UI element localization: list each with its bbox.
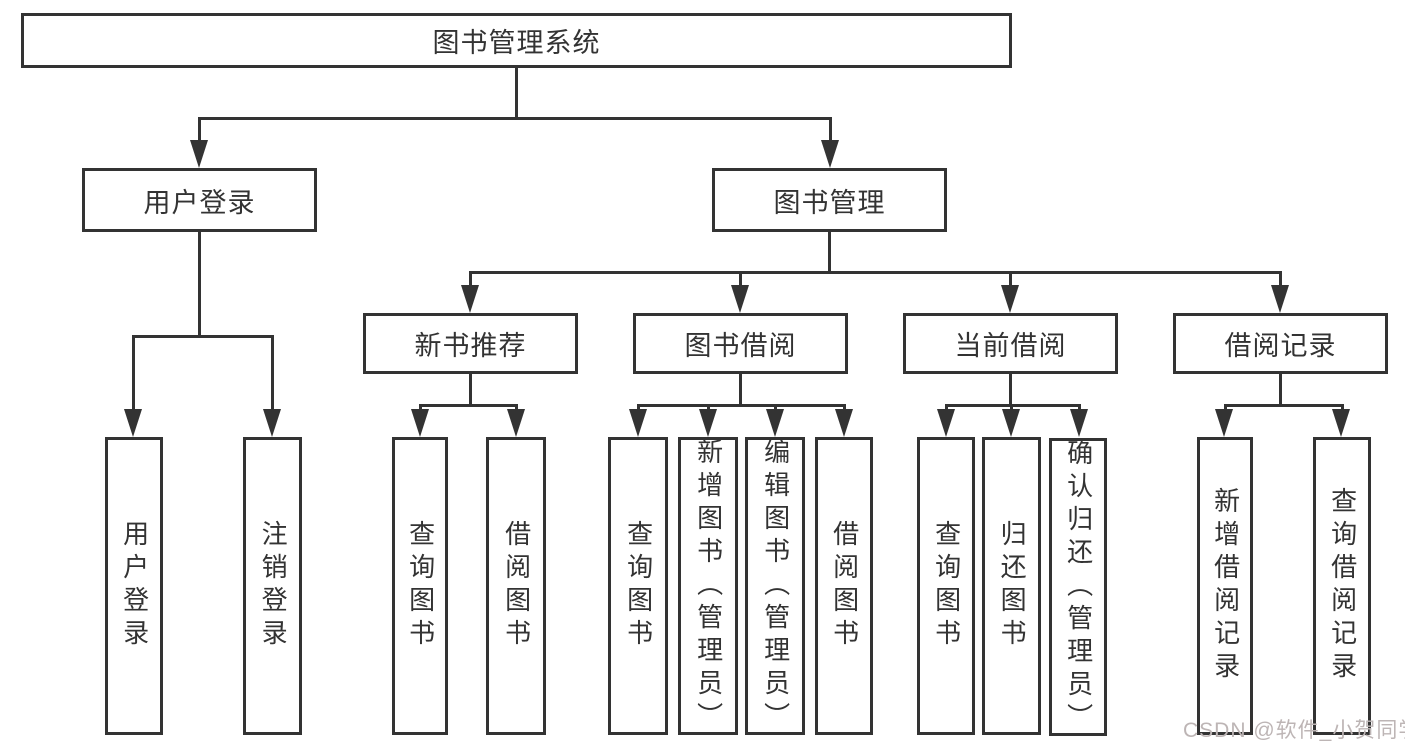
connector-stem bbox=[1341, 404, 1344, 413]
arrow-down bbox=[124, 409, 142, 437]
arrow-down bbox=[1215, 409, 1233, 437]
connector-stem bbox=[419, 404, 422, 413]
connector-stem bbox=[829, 117, 832, 145]
connector-drop bbox=[469, 374, 472, 406]
arrow-down bbox=[937, 409, 955, 437]
leaf-add-books-admin-label: 新增图书（管理员） bbox=[693, 437, 724, 735]
leaf-borrow-books-borrowing: 借阅图书 bbox=[815, 437, 873, 735]
leaf-edit-books-admin-label: 编辑图书（管理员） bbox=[760, 437, 791, 735]
leaf-confirm-return-admin-label: 确认归还（管理员） bbox=[1063, 438, 1094, 736]
node-borrowing-records: 借阅记录 bbox=[1173, 313, 1388, 374]
arrow-down bbox=[766, 409, 784, 437]
connector-stem bbox=[945, 404, 948, 413]
node-root-label: 图书管理系统 bbox=[432, 28, 601, 58]
arrow-down bbox=[731, 285, 749, 313]
node-book-management: 图书管理 bbox=[712, 168, 947, 232]
connector-stem bbox=[739, 271, 742, 289]
arrow-down bbox=[1002, 409, 1020, 437]
node-user-login-label: 用户登录 bbox=[143, 187, 256, 218]
leaf-add-borrow-record-label: 新增借阅记录 bbox=[1210, 487, 1241, 685]
node-new-book-recommendation: 新书推荐 bbox=[363, 313, 578, 374]
arrow-down bbox=[1001, 285, 1019, 313]
connector-stem bbox=[1010, 404, 1013, 413]
connector-drop bbox=[1009, 374, 1012, 406]
connector-root-drop bbox=[515, 68, 518, 118]
leaf-query-books-recommend: 查询图书 bbox=[392, 437, 448, 735]
connector-drop bbox=[739, 374, 742, 406]
arrow-down bbox=[1332, 409, 1350, 437]
arrow-down bbox=[1271, 285, 1289, 313]
leaf-logout: 注销登录 bbox=[243, 437, 302, 735]
leaf-logout-label: 注销登录 bbox=[258, 520, 289, 652]
connector-stem bbox=[707, 404, 710, 413]
node-book-borrowing: 图书借阅 bbox=[633, 313, 848, 374]
connector-stem bbox=[774, 404, 777, 413]
node-user-login: 用户登录 bbox=[82, 168, 317, 232]
connector-stem bbox=[637, 404, 640, 413]
connector-drop bbox=[1279, 374, 1282, 406]
leaf-query-borrow-record-label: 查询借阅记录 bbox=[1327, 487, 1358, 685]
connector-user-login-drop bbox=[198, 232, 201, 337]
leaf-query-borrow-record: 查询借阅记录 bbox=[1313, 437, 1371, 735]
connector-stem bbox=[515, 404, 518, 413]
node-current-borrowing: 当前借阅 bbox=[903, 313, 1118, 374]
arrow-down bbox=[629, 409, 647, 437]
arrow-down bbox=[507, 409, 525, 437]
connector-stem bbox=[271, 335, 274, 411]
leaf-query-books-borrowing-label: 查询图书 bbox=[623, 520, 654, 652]
leaf-borrow-books-recommend: 借阅图书 bbox=[486, 437, 546, 735]
connector-book-mgmt-drop bbox=[828, 232, 831, 273]
connector-split bbox=[637, 404, 846, 407]
leaf-query-books-recommend-label: 查询图书 bbox=[405, 520, 436, 652]
leaf-user-login-label: 用户登录 bbox=[119, 520, 150, 652]
connector-stem bbox=[1224, 404, 1227, 413]
connector-stem bbox=[469, 271, 472, 289]
leaf-query-books-current-label: 查询图书 bbox=[931, 520, 962, 652]
leaf-query-books-current: 查询图书 bbox=[917, 437, 975, 735]
node-new-book-label: 新书推荐 bbox=[414, 331, 527, 361]
connector-split bbox=[419, 404, 518, 407]
leaf-confirm-return-admin: 确认归还（管理员） bbox=[1049, 438, 1107, 736]
node-book-management-label: 图书管理 bbox=[773, 187, 886, 218]
connector-level2-split bbox=[198, 117, 832, 120]
arrow-down bbox=[821, 140, 839, 168]
node-current-borrowing-label: 当前借阅 bbox=[954, 331, 1067, 361]
connector-stem bbox=[1078, 404, 1081, 413]
connector-stem bbox=[1279, 271, 1282, 289]
arrow-down bbox=[411, 409, 429, 437]
connector-stem bbox=[843, 404, 846, 413]
arrow-down bbox=[263, 409, 281, 437]
connector-stem bbox=[1009, 271, 1012, 289]
connector-split bbox=[1224, 404, 1343, 407]
leaf-return-books: 归还图书 bbox=[982, 437, 1041, 735]
node-borrowing-records-label: 借阅记录 bbox=[1224, 331, 1337, 361]
node-root: 图书管理系统 bbox=[21, 13, 1012, 68]
arrow-down bbox=[699, 409, 717, 437]
connector-stem bbox=[132, 335, 135, 411]
arrow-down bbox=[1070, 409, 1088, 437]
arrow-down bbox=[461, 285, 479, 313]
csdn-watermark: CSDN @软件_小贺同学 bbox=[1183, 719, 1405, 742]
arrow-down bbox=[835, 409, 853, 437]
node-book-borrowing-label: 图书借阅 bbox=[684, 331, 797, 361]
leaf-query-books-borrowing: 查询图书 bbox=[608, 437, 668, 735]
leaf-edit-books-admin: 编辑图书（管理员） bbox=[745, 437, 805, 735]
connector-level3-split bbox=[469, 271, 1282, 274]
leaf-add-borrow-record: 新增借阅记录 bbox=[1197, 437, 1253, 735]
leaf-return-books-label: 归还图书 bbox=[997, 520, 1028, 652]
leaf-add-books-admin: 新增图书（管理员） bbox=[678, 437, 738, 735]
leaf-user-login: 用户登录 bbox=[105, 437, 163, 735]
arrow-down bbox=[190, 140, 208, 168]
connector-stem bbox=[198, 117, 201, 145]
connector-user-login-split bbox=[132, 335, 274, 338]
leaf-borrow-books-borrowing-label: 借阅图书 bbox=[829, 520, 860, 652]
leaf-borrow-books-recommend-label: 借阅图书 bbox=[501, 520, 532, 652]
